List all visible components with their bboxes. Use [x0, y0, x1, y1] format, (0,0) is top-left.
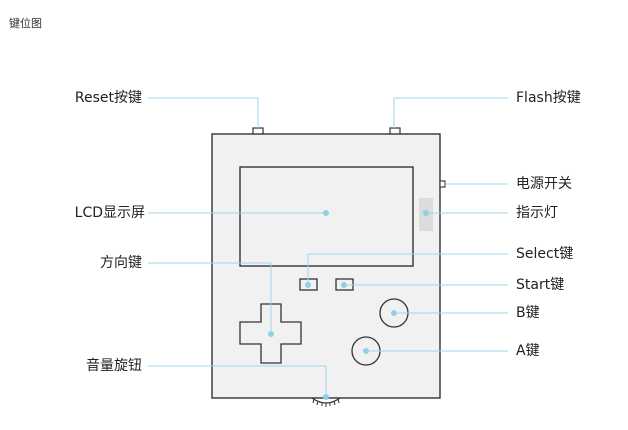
label-indicator-light: 指示灯 — [516, 205, 558, 221]
label-power-switch: 电源开关 — [516, 176, 572, 192]
label-flash-button: Flash按键 — [516, 90, 581, 106]
label-select-button: Select键 — [516, 246, 574, 262]
callout-dot-indicator — [423, 210, 429, 216]
label-lcd-screen: LCD显示屏 — [74, 205, 145, 221]
callout-dot-dpad — [268, 331, 274, 337]
power-switch-shape — [439, 180, 446, 188]
callout-line-dpad — [148, 262, 272, 334]
callout-dot-start — [341, 282, 347, 288]
page-title: 键位图 — [9, 17, 42, 30]
callout-dot-a — [363, 348, 369, 354]
callout-dot-lcd — [323, 210, 329, 216]
label-volume-knob: 音量旋钮 — [86, 358, 142, 374]
label-start-button: Start键 — [516, 277, 565, 293]
label-dpad: 方向键 — [100, 255, 142, 271]
label-reset-button: Reset按键 — [74, 90, 142, 106]
label-a-button: A键 — [516, 343, 540, 359]
callout-line-flash — [393, 97, 508, 128]
callout-dot-b — [391, 310, 397, 316]
callout-line-volume — [148, 365, 327, 397]
callout-dot-select — [305, 282, 311, 288]
callout-line-reset — [148, 97, 259, 128]
callout-dot-volume — [323, 394, 329, 400]
callout-line-select — [307, 253, 508, 285]
lcd-screen-shape — [239, 166, 414, 267]
volume-knob-shape — [311, 397, 341, 407]
label-b-button: B键 — [516, 305, 540, 321]
